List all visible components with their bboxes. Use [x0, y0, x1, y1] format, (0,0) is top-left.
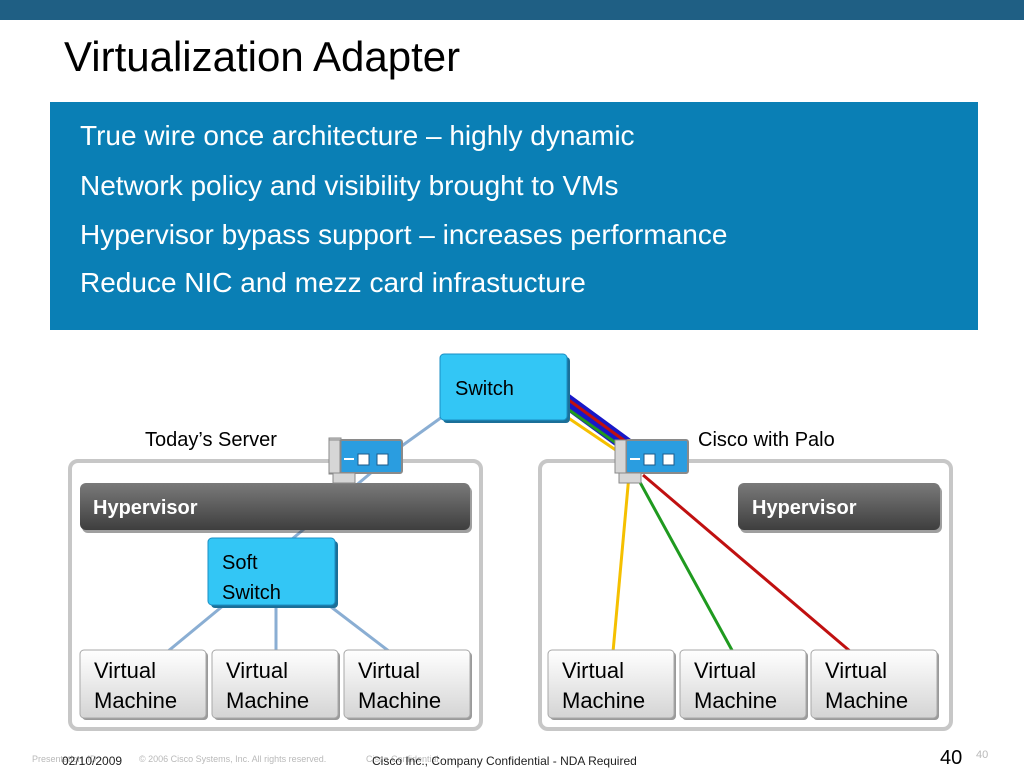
vm-label-line-2: Machine	[562, 688, 646, 713]
right-server-label: Cisco with Palo	[698, 429, 835, 451]
top-banner	[0, 0, 1024, 20]
footer-faint-confidential: Cisco Confidential	[366, 754, 439, 764]
slide-title: Virtualization Adapter	[64, 33, 461, 80]
soft-switch-line-2: Switch	[222, 582, 281, 604]
soft-switch-box	[207, 537, 338, 608]
vm-box-left-1	[79, 649, 208, 720]
vm-label-line-1: Virtual	[358, 658, 420, 683]
bullet-4: Reduce NIC and mezz card infrastucture	[80, 267, 586, 298]
vm-box-left-2	[211, 649, 340, 720]
vnic-red	[642, 473, 852, 654]
footer-presentation-id: Presentation_ID	[32, 754, 97, 764]
bullet-1: True wire once architecture – highly dyn…	[80, 120, 635, 151]
vm-label-line-2: Machine	[825, 688, 909, 713]
vm-label-line-1: Virtual	[694, 658, 756, 683]
vm-label-line-1: Virtual	[94, 658, 156, 683]
footer-date: 02/10/2009	[62, 754, 123, 768]
vm-label-line-2: Machine	[358, 688, 442, 713]
vm-label-right-3: Virtual Machine	[825, 656, 908, 716]
bullet-panel: True wire once architecture – highly dyn…	[50, 102, 978, 330]
left-nic-icon	[328, 437, 403, 484]
switch-box	[439, 353, 570, 423]
vm-label-line-2: Machine	[94, 688, 178, 713]
vm-label-line-1: Virtual	[562, 658, 624, 683]
link-soft-switch-vm1	[166, 598, 231, 654]
right-nic-icon	[614, 439, 689, 484]
page-number: 40	[940, 747, 963, 769]
footer-copyright: © 2006 Cisco Systems, Inc. All rights re…	[139, 754, 327, 764]
vm-label-right-1: Virtual Machine	[562, 656, 645, 716]
vm-box-left-3	[343, 649, 472, 720]
vm-label-left-3: Virtual Machine	[358, 656, 441, 716]
vm-box-right-3	[810, 649, 939, 720]
left-server-label: Today’s Server	[145, 429, 277, 451]
vm-label-line-1: Virtual	[825, 658, 887, 683]
vm-label-line-1: Virtual	[226, 658, 288, 683]
footer-confidential: Cisco Inc., Company Confidential - NDA R…	[372, 754, 637, 768]
link-soft-switch-vm3	[321, 598, 391, 654]
vm-label-right-2: Virtual Machine	[694, 656, 777, 716]
vm-label-left-2: Virtual Machine	[226, 656, 309, 716]
bullet-3: Hypervisor bypass support – increases pe…	[80, 219, 728, 250]
bullet-2: Network policy and visibility brought to…	[80, 170, 619, 201]
soft-switch-label: Soft Switch	[222, 548, 281, 608]
left-hypervisor-bar	[80, 483, 472, 533]
vm-label-line-2: Machine	[226, 688, 310, 713]
page-number-small: 40	[976, 749, 989, 761]
right-hypervisor-label: Hypervisor	[752, 497, 857, 519]
switch-label: Switch	[455, 378, 514, 400]
vnic-yellow	[611, 474, 631, 653]
vnic-green	[634, 474, 735, 653]
vm-box-right-1	[547, 649, 676, 720]
right-hypervisor-bar	[738, 483, 942, 533]
vm-label-left-1: Virtual Machine	[94, 656, 177, 716]
vm-label-line-2: Machine	[694, 688, 778, 713]
vm-box-right-2	[679, 649, 808, 720]
left-hypervisor-label: Hypervisor	[93, 497, 198, 519]
soft-switch-line-1: Soft	[222, 552, 258, 574]
